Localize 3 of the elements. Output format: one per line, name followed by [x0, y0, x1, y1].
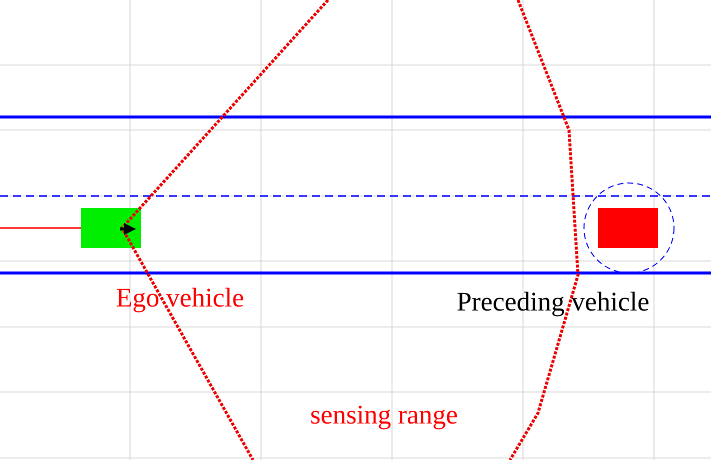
- range-label: sensing range: [310, 402, 458, 428]
- vehicle-label: Ego vehicle: [116, 284, 244, 312]
- vehicle-label: Preceding vehicle: [456, 288, 650, 316]
